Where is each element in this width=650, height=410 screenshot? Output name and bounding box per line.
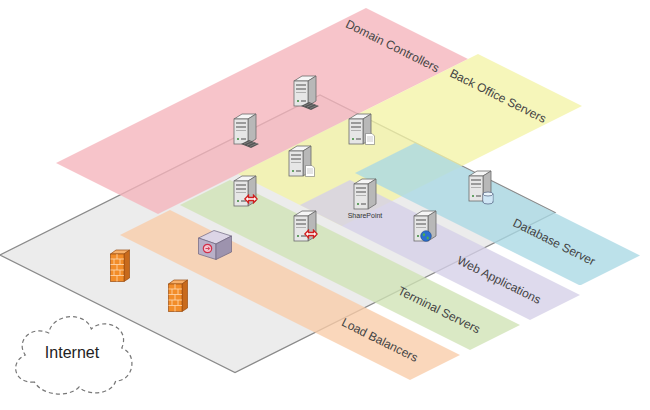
server-icon (349, 114, 371, 144)
globe-symbol (421, 231, 432, 242)
server-icon (234, 176, 256, 206)
load-balancer-icon (199, 231, 232, 260)
server-icon (234, 114, 256, 144)
product-label: SharePoint (348, 212, 383, 220)
cloud-outline (16, 317, 132, 394)
keyboard-symbol (301, 102, 319, 110)
zone-band: Back Office Servers (238, 54, 582, 226)
server-icon (294, 76, 316, 106)
server-icon (414, 211, 436, 241)
document-symbol (306, 166, 315, 177)
internet-cloud: Internet (6, 302, 138, 398)
server-icon (354, 179, 376, 209)
server-icon (294, 211, 316, 241)
band-fill (238, 54, 582, 226)
database-symbol (483, 192, 493, 204)
remote-arrows-symbol (305, 230, 317, 238)
firewall-icon (111, 250, 130, 282)
keyboard-symbol (241, 140, 259, 148)
server-icon (469, 171, 491, 201)
band-fill (120, 210, 460, 380)
firewall-icon (169, 280, 188, 312)
document-symbol (366, 134, 375, 145)
server-icon (289, 146, 311, 176)
remote-arrows-symbol (245, 195, 257, 203)
cloud-label: Internet (45, 343, 99, 362)
band-shape (238, 54, 582, 226)
